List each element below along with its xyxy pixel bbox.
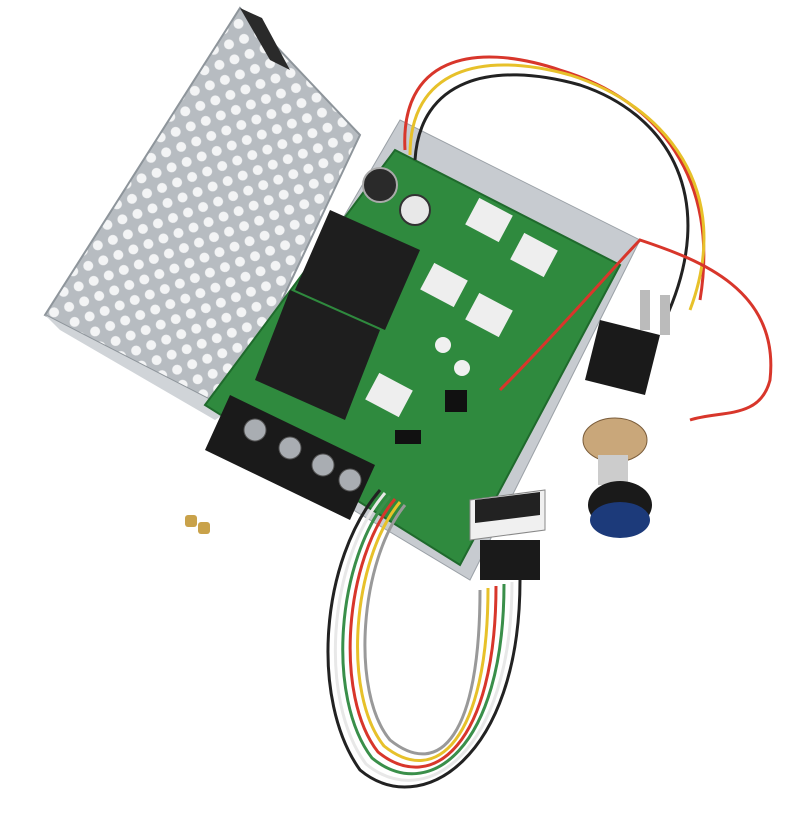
rocker-switch [585,290,670,395]
perforated-cover [43,6,362,420]
led-display [469,489,546,580]
terminal-block [205,395,375,520]
switch-wires [403,55,773,422]
potentiometer [582,417,652,538]
screws [185,515,210,534]
ribbon-cable [326,489,522,789]
